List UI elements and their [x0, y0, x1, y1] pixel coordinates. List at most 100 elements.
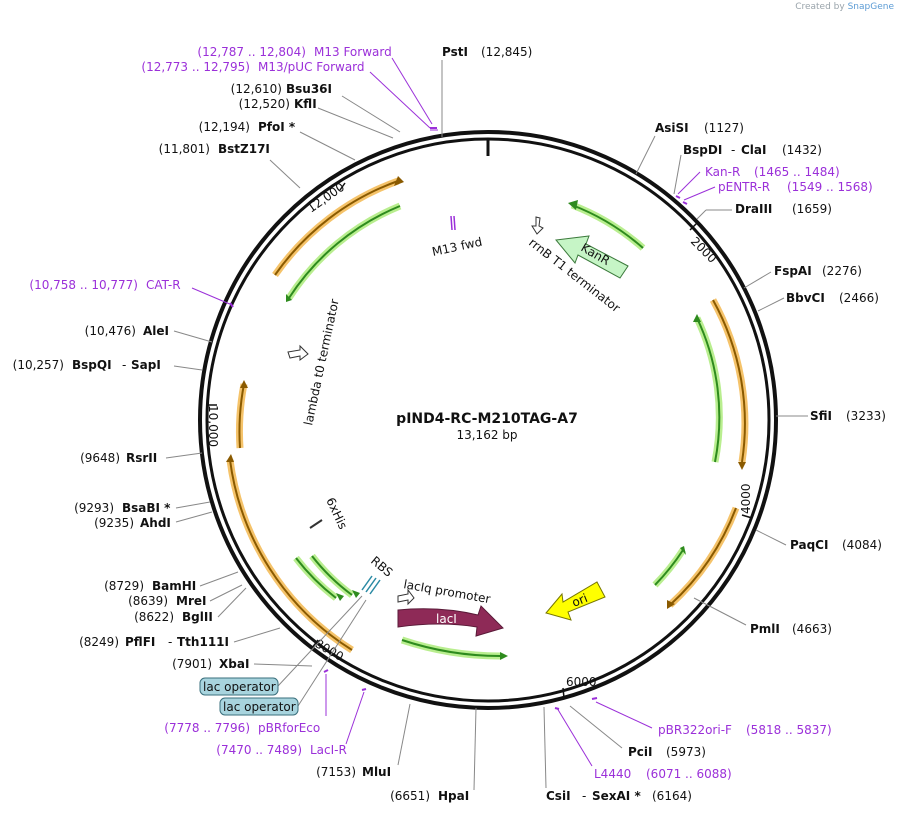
enzyme-pcii: PciI (5973)	[628, 745, 706, 759]
primer-position: (6071 .. 6088)	[646, 767, 732, 781]
primer-name: Kan-R	[705, 165, 740, 179]
enzyme-name: DraIII	[735, 202, 772, 216]
enzyme-position: (11,801)	[159, 142, 210, 156]
enzyme-position: (4663)	[792, 622, 832, 636]
enzyme-name: PfoI *	[258, 120, 296, 134]
enzyme-position: (5973)	[666, 745, 706, 759]
enzyme-position: (7901)	[172, 657, 212, 671]
enzyme-labels: PstI (12,845) (12,610) Bsu36I (12,520) K…	[13, 45, 886, 803]
enzyme-name: PaqCI	[790, 538, 828, 552]
enzyme-position: (12,194)	[199, 120, 250, 134]
orf-arrowheads	[226, 176, 746, 660]
enzyme-bspqi-sapi: (10,257) BspQI - SapI	[13, 358, 161, 372]
primer-name: pENTR-R	[718, 180, 770, 194]
enzyme-name: BspDI	[683, 143, 722, 157]
enzyme-bglii: (8622) BglII	[134, 610, 213, 624]
primer-leaders	[191, 57, 716, 767]
primer-position: (12,773 .. 12,795)	[141, 60, 250, 74]
enzyme-position: (8249)	[79, 635, 119, 649]
snapgene-credit: Created by SnapGene	[795, 2, 894, 12]
enzyme-name: PmlI	[750, 622, 780, 636]
lac-operator-2: lac operator	[219, 697, 299, 716]
credit-brand: SnapGene	[847, 2, 894, 12]
enzyme-name: RsrII	[126, 451, 157, 465]
enzyme-sfii: SfiI (3233)	[810, 409, 886, 423]
enzyme-asisi: AsiSI (1127)	[655, 121, 744, 135]
enzyme-name: PstI	[442, 45, 468, 59]
enzyme-position: (6651)	[390, 789, 430, 803]
primer-position: (7470 .. 7489)	[216, 743, 302, 757]
enzyme-mlui: (7153) MluI	[316, 765, 391, 779]
enzyme-paqci: PaqCI (4084)	[790, 538, 882, 552]
lac-operators: lac operator lac operator	[199, 595, 367, 716]
primer-position: (1465 .. 1484)	[754, 165, 840, 179]
enzyme-position: (1432)	[782, 143, 822, 157]
enzyme-position: (8729)	[104, 579, 144, 593]
enzyme-pmli: PmlI (4663)	[750, 622, 832, 636]
enzyme-ahdi: (9235) AhdI	[94, 516, 171, 530]
enzyme-separator: -	[122, 358, 126, 372]
tick-6000: 6000	[562, 675, 597, 699]
tick-4000: 4000	[739, 483, 753, 519]
enzyme-position: (6164)	[652, 789, 692, 803]
orf-arcs-green	[286, 201, 723, 660]
sixhis-feature: 6xHis	[309, 495, 350, 532]
enzyme-hpai: (6651) HpaI	[390, 789, 469, 803]
enzyme-name-2: Tth111I	[177, 635, 229, 649]
enzyme-position: (9648)	[80, 451, 120, 465]
primer-name: M13 Forward	[314, 45, 392, 59]
tick-label-6000: 6000	[566, 675, 597, 689]
enzyme-name-2: SapI	[131, 358, 161, 372]
enzyme-alei: (10,476) AleI	[85, 324, 169, 338]
enzyme-name: CsiI	[546, 789, 571, 803]
primer-laci-r: (7470 .. 7489) LacI-R	[216, 743, 347, 757]
tick-label-10000: 10,000	[206, 405, 220, 447]
enzyme-position: (10,257)	[13, 358, 64, 372]
primer-name: pBRforEco	[258, 721, 320, 735]
enzyme-name: BbvCI	[786, 291, 825, 305]
enzyme-name-2: SexAI *	[592, 789, 641, 803]
enzyme-name: PciI	[628, 745, 653, 759]
enzyme-position: (3233)	[846, 409, 886, 423]
laciq-promoter-feature: lacIq promoter	[397, 577, 492, 606]
lac-operator-label: lac operator	[223, 700, 296, 714]
credit-prefix: Created by	[795, 2, 845, 12]
enzyme-csii-sexai: CsiI - SexAI * (6164)	[546, 789, 692, 803]
enzyme-separator: -	[731, 143, 735, 157]
primer-pbrforeco: (7778 .. 7796) pBRforEco	[164, 721, 320, 735]
enzyme-bsu36i: (12,610) Bsu36I	[231, 82, 332, 96]
enzyme-position: (8639)	[128, 594, 168, 608]
enzyme-name: AsiSI	[655, 121, 689, 135]
primer-name: CAT-R	[146, 278, 181, 292]
laci-label: lacI	[436, 612, 457, 626]
primer-position: (10,758 .. 10,777)	[29, 278, 138, 292]
enzyme-position: (8622)	[134, 610, 174, 624]
lambda-label: lambda t0 terminator	[301, 298, 341, 427]
enzyme-name: BglII	[182, 610, 213, 624]
primer-name: M13/pUC Forward	[258, 60, 365, 74]
enzyme-name: MluI	[362, 765, 391, 779]
primer-l4440: L4440 (6071 .. 6088)	[594, 767, 732, 781]
primer-labels: (12,787 .. 12,804) M13 Forward (12,773 .…	[29, 45, 872, 781]
sixhis-label: 6xHis	[323, 495, 350, 531]
enzyme-name: HpaI	[438, 789, 469, 803]
plasmid-name: pIND4-RC-M210TAG-A7	[396, 411, 578, 427]
rbs-feature: RBS	[361, 554, 395, 595]
enzyme-name: BsaBI *	[122, 501, 171, 515]
enzyme-name: SfiI	[810, 409, 832, 423]
enzyme-name: AhdI	[140, 516, 171, 530]
enzyme-position: (9235)	[94, 516, 134, 530]
enzyme-separator: -	[168, 635, 172, 649]
enzyme-position: (12,520)	[239, 97, 290, 111]
primer-m13-forward: (12,787 .. 12,804) M13 Forward	[197, 45, 391, 59]
tick-10000: 10,000	[206, 404, 220, 447]
lac-operator-1: lac operator	[199, 677, 279, 696]
enzyme-name: Bsu36I	[286, 82, 332, 96]
enzyme-xbai: (7901) XbaI	[172, 657, 249, 671]
laci-feature: lacI	[397, 605, 504, 637]
enzyme-mrei: (8639) MreI	[128, 594, 206, 608]
enzyme-kfli: (12,520) KflI	[239, 97, 317, 111]
primer-marks	[229, 127, 688, 710]
primer-name: L4440	[594, 767, 631, 781]
enzyme-name: AleI	[143, 324, 169, 338]
